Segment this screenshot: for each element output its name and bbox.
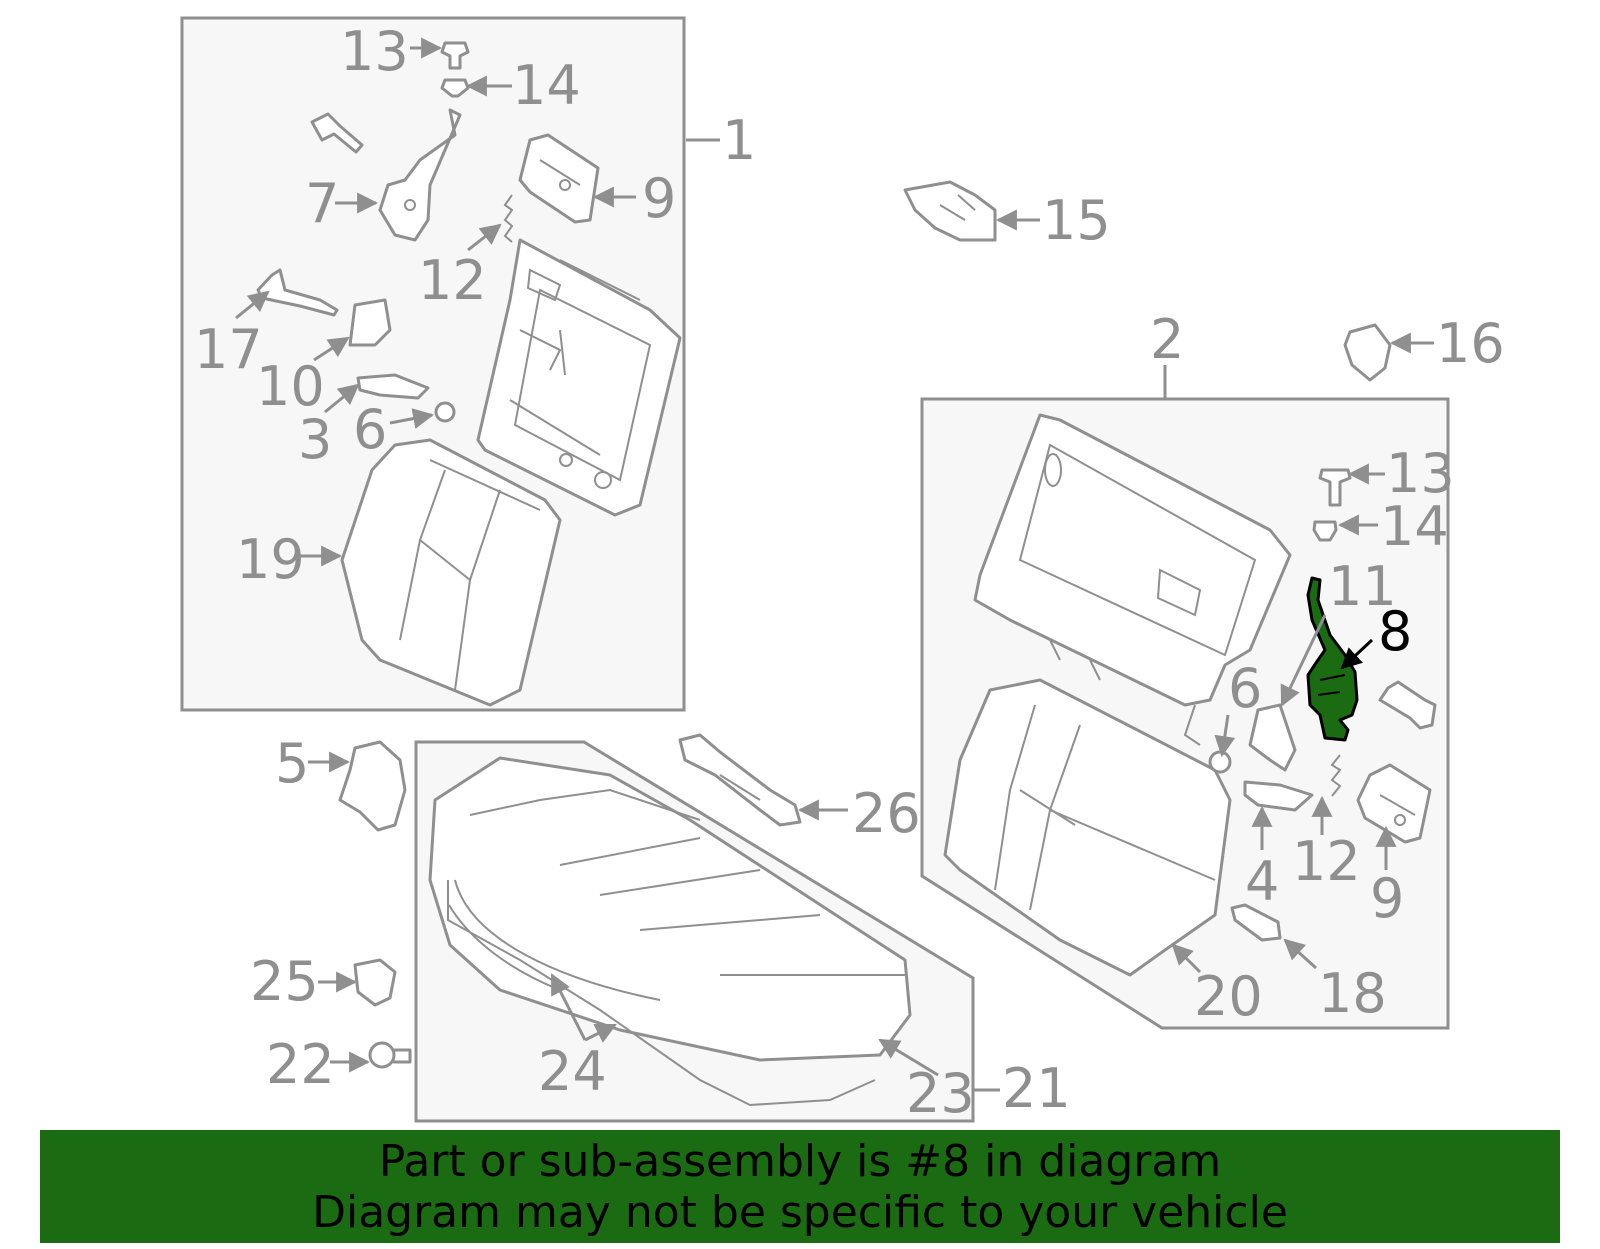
banner-line-1: Part or sub-assembly is #8 in diagram: [378, 1135, 1222, 1187]
callout-10: 10: [256, 355, 325, 418]
callout-22: 22: [266, 1033, 335, 1096]
callout-18: 18: [1318, 962, 1387, 1025]
wire-frame-24: [447, 880, 876, 1107]
seatback-pad-20: [943, 678, 1232, 977]
callout-9-left: 9: [642, 167, 676, 230]
banner-line-2: Diagram may not be specific to your vehi…: [312, 1186, 1288, 1238]
bushing-14-left: [440, 78, 470, 98]
info-banner: Part or sub-assembly is #8 in diagram Di…: [40, 1130, 1560, 1243]
callout-14-left: 14: [512, 54, 581, 117]
callout-7: 7: [305, 172, 339, 235]
callouts: 13 14 1 7 9 12 17 10 3 6 19 15 16 2 13 1…: [194, 20, 1505, 1125]
bushing-14-right: [1312, 520, 1338, 542]
bolt-right: [1378, 680, 1437, 730]
callout-12-right: 12: [1292, 830, 1361, 893]
callout-13-right: 13: [1386, 442, 1455, 505]
callout-24: 24: [538, 1040, 607, 1103]
callout-6-right: 6: [1228, 657, 1262, 720]
hinge-5: [338, 740, 407, 832]
callout-15: 15: [1042, 189, 1111, 252]
latch-cover-9-right: [1356, 763, 1432, 844]
callout-4: 4: [1245, 850, 1279, 913]
nut-6-left: [434, 401, 456, 423]
latch-cover-9-left: [518, 133, 600, 224]
grommet-25: [353, 958, 397, 1007]
callout-26: 26: [852, 782, 921, 845]
nut-right: [1208, 750, 1232, 774]
callout-3: 3: [298, 408, 332, 471]
callout-20: 20: [1194, 965, 1263, 1028]
callout-2: 2: [1150, 308, 1184, 371]
hinge-lever-7: [378, 108, 462, 242]
callout-11: 11: [1328, 555, 1397, 618]
seatback-frame-right: [973, 413, 1292, 746]
seatback-pad-19: [340, 438, 562, 707]
plate-3: [356, 373, 430, 400]
seatback-frame-left: [476, 238, 682, 517]
clip-22: [368, 1041, 412, 1069]
callout-17: 17: [194, 318, 263, 381]
callout-25: 25: [250, 950, 319, 1013]
spring-12-right: [1330, 754, 1342, 797]
bolt-left-top: [310, 112, 364, 154]
callout-6-left: 6: [353, 398, 387, 461]
clip-16: [1343, 323, 1392, 382]
callout-19: 19: [236, 528, 305, 591]
callout-1: 1: [722, 109, 756, 172]
leader-lines: [235, 37, 1434, 1092]
bushing-13-left: [440, 41, 470, 70]
bracket-10: [348, 298, 392, 347]
bracket-6-right: [1248, 703, 1297, 772]
callout-13-left: 13: [340, 20, 409, 83]
spring-12-left: [503, 194, 514, 243]
callout-12-left: 12: [418, 249, 487, 312]
bracket-18: [1230, 903, 1282, 942]
callout-5: 5: [275, 732, 309, 795]
seat-hinge-lever-8-highlighted: [1306, 576, 1359, 742]
bracket-15: [903, 180, 997, 242]
callout-21: 21: [1002, 1057, 1071, 1120]
callout-8: 8: [1378, 600, 1412, 663]
callout-9-right: 9: [1370, 867, 1404, 930]
bracket-26: [678, 733, 802, 827]
callout-14-right: 14: [1380, 495, 1449, 558]
plate-4: [1243, 780, 1314, 812]
callout-23: 23: [906, 1062, 975, 1125]
callout-16: 16: [1436, 312, 1505, 375]
